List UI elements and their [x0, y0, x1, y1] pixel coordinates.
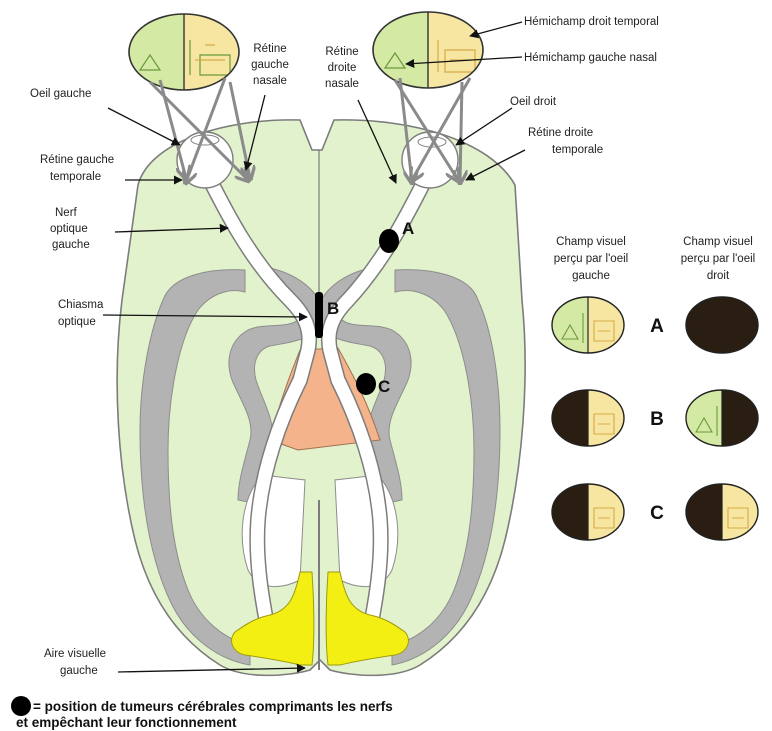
legend: = position de tumeurs cérébrales comprim… [11, 696, 393, 730]
svg-text:droit: droit [707, 270, 730, 282]
svg-text:optique: optique [58, 316, 96, 328]
tumor-marker-b [315, 292, 323, 338]
svg-text:Chiasma: Chiasma [58, 299, 104, 311]
label-aire-visuelle-gauche: Aire visuelle gauche [44, 648, 106, 677]
right-eye-scene [373, 12, 484, 88]
field-header-right: Champ visuel perçu par l'oeil droit [681, 236, 755, 282]
right-eye-field-b [686, 390, 758, 446]
tumor-marker-a [379, 229, 399, 253]
svg-text:Champ visuel: Champ visuel [683, 236, 753, 248]
svg-text:nasale: nasale [253, 75, 287, 87]
svg-text:gauche: gauche [251, 59, 289, 71]
svg-text:perçu par l'oeil: perçu par l'oeil [554, 253, 628, 265]
svg-text:gauche: gauche [60, 665, 98, 677]
svg-text:perçu par l'oeil: perçu par l'oeil [681, 253, 755, 265]
svg-text:Rétine gauche: Rétine gauche [40, 154, 114, 166]
visual-field-rows: A B C [552, 297, 758, 540]
marker-b-label: B [327, 299, 339, 318]
svg-text:Aire visuelle: Aire visuelle [44, 648, 106, 660]
svg-text:gauche: gauche [52, 239, 90, 251]
svg-text:Rétine: Rétine [325, 46, 358, 58]
label-nerf-optique-gauche: Nerf optique gauche [50, 207, 90, 251]
right-eye-field-c [686, 484, 758, 540]
svg-text:droite: droite [328, 62, 357, 74]
label-hemichamp-droit-temporal: Hémichamp droit temporal [524, 16, 659, 28]
legend-line-1: = position de tumeurs cérébrales comprim… [33, 699, 393, 714]
label-chiasma-optique: Chiasma optique [58, 299, 104, 328]
tumor-marker-c [356, 373, 376, 395]
marker-a-label: A [402, 219, 414, 238]
row-label-a: A [650, 316, 664, 337]
legend-marker-icon [11, 696, 31, 716]
svg-text:Champ visuel: Champ visuel [556, 236, 626, 248]
svg-text:Rétine droite: Rétine droite [528, 127, 593, 139]
label-oeil-gauche: Oeil gauche [30, 88, 91, 100]
svg-text:Rétine: Rétine [253, 43, 286, 55]
label-oeil-droit: Oeil droit [510, 96, 557, 108]
left-eye-field-a [552, 297, 624, 353]
svg-text:temporale: temporale [50, 171, 101, 183]
left-eye-field-c [552, 484, 624, 540]
label-retine-droite-temporale: Rétine droite temporale [528, 127, 603, 156]
svg-text:gauche: gauche [572, 270, 610, 282]
label-retine-gauche-nasale: Rétine gauche nasale [251, 43, 289, 87]
svg-text:temporale: temporale [552, 144, 603, 156]
svg-text:Nerf: Nerf [55, 207, 78, 219]
row-label-b: B [650, 409, 664, 430]
svg-text:nasale: nasale [325, 78, 359, 90]
legend-line-2: et empêchant leur fonctionnement [16, 715, 237, 730]
field-header-left: Champ visuel perçu par l'oeil gauche [554, 236, 628, 282]
label-hemichamp-gauche-nasal: Hémichamp gauche nasal [524, 52, 657, 64]
marker-c-label: C [378, 377, 390, 396]
left-eye-field-b [552, 390, 624, 446]
right-eye-field-a [686, 297, 758, 353]
label-retine-gauche-temporale: Rétine gauche temporale [40, 154, 114, 183]
svg-text:optique: optique [50, 223, 88, 235]
label-retine-droite-nasale: Rétine droite nasale [325, 46, 359, 90]
row-label-c: C [650, 503, 664, 524]
